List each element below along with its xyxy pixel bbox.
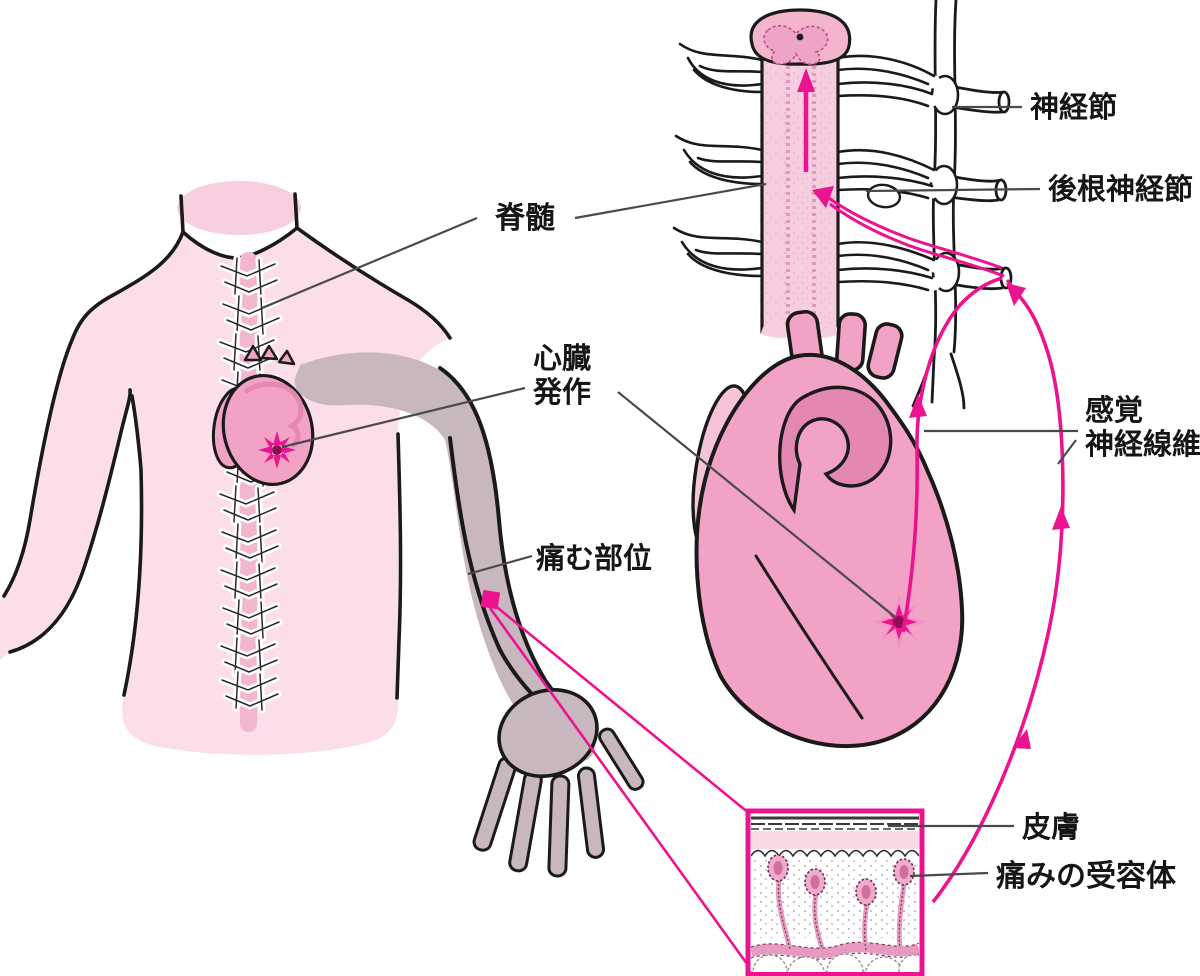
arc-skin-arrowhead xyxy=(1052,506,1070,530)
label-pain-area: 痛む部位 xyxy=(536,541,652,575)
pulmonary-loop xyxy=(778,385,893,515)
label-heart-attack-line2: 発作 xyxy=(532,375,591,409)
spinal-cord-illustration xyxy=(672,0,1016,420)
cord-cross-section xyxy=(749,8,852,66)
nerve-band xyxy=(751,942,919,959)
ascending-signal-arrow xyxy=(797,68,815,172)
nerve-roots-right xyxy=(831,54,941,292)
label-pain-receptor: 痛みの受容体 xyxy=(996,859,1177,894)
label-spinal-cord: 脊髄 xyxy=(494,201,555,236)
nerve-fiber-arc-skin xyxy=(931,285,1065,904)
heart-sulcus xyxy=(754,554,864,720)
skin-inset-box xyxy=(745,808,925,976)
label-dorsal-root-ganglion: 後根神経節 xyxy=(1048,172,1193,206)
magnifier-lines xyxy=(488,602,752,969)
label-heart-attack-line1: 心臓 xyxy=(533,341,591,375)
label-sensory-nerve-line1: 感覚 xyxy=(1085,393,1143,427)
leader-lines xyxy=(261,105,1078,878)
skin-surface-layers xyxy=(751,816,919,830)
referred-pain-area xyxy=(294,352,645,878)
dorsal-root-signal-arrowhead xyxy=(812,186,834,208)
hand xyxy=(472,687,645,878)
sympathetic-chain xyxy=(911,0,1013,420)
labels: 脊髄 心臓 発作 痛む部位 神経節 後根神経節 感覚 神経線維 皮膚 痛みの受容… xyxy=(494,90,1200,894)
pain-receptors xyxy=(767,854,915,951)
heart-body xyxy=(694,352,965,748)
arc-skin-arrowhead xyxy=(1012,729,1031,749)
label-ganglion: 神経節 xyxy=(1030,90,1117,124)
torso-illustration xyxy=(0,181,645,878)
arc-heart-arrowhead xyxy=(909,394,927,418)
fat-cells xyxy=(752,953,919,972)
arc-skin-arrowhead xyxy=(1006,283,1026,306)
pain-starburst-small xyxy=(258,431,296,469)
label-sensory-nerve-line2: 神経線維 xyxy=(1085,427,1200,461)
heart-small xyxy=(211,344,315,487)
cord-column xyxy=(760,44,840,338)
head-cut xyxy=(177,181,301,235)
pain-starburst-large xyxy=(871,594,927,650)
spine xyxy=(220,252,279,732)
heart-large xyxy=(691,309,965,748)
epidermis-band xyxy=(751,831,919,849)
nerve-roots-left xyxy=(672,42,769,278)
label-skin: 皮膚 xyxy=(1022,810,1080,844)
torso-outline xyxy=(2,192,452,700)
